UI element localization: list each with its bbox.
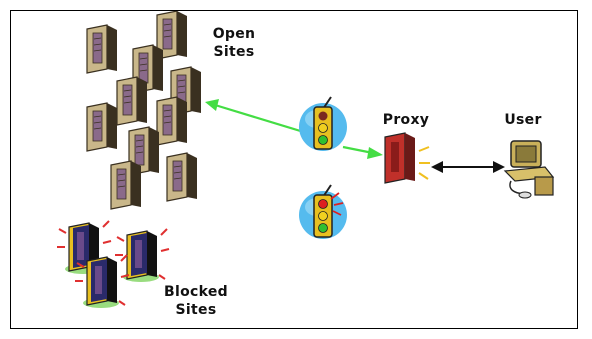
traffic-light-icon (298, 184, 348, 240)
diagram-canvas (56, 11, 555, 309)
computer-user-icon (503, 140, 555, 199)
open-server-icon (156, 96, 188, 146)
open-server-icon (116, 76, 148, 126)
user-proxy-link-arrow (431, 161, 505, 173)
open-server-icon (166, 152, 198, 202)
open-server-icon (110, 160, 142, 210)
open-sites-server-cluster (86, 11, 202, 210)
proxy-diagram: Open Sites Proxy User Blocked Sites (10, 10, 578, 329)
open-sites-label: Open Sites (212, 26, 256, 60)
traffic-light-icon (298, 96, 348, 152)
allow-arrow (205, 99, 383, 159)
open-server-icon (86, 24, 118, 74)
proxy-server-icon (384, 132, 430, 184)
user-label: User (504, 112, 542, 128)
open-server-icon (86, 102, 118, 152)
proxy-label: Proxy (382, 112, 430, 128)
blocked-sites-label: Blocked Sites (164, 284, 228, 318)
blocked-server-icon (114, 228, 170, 283)
